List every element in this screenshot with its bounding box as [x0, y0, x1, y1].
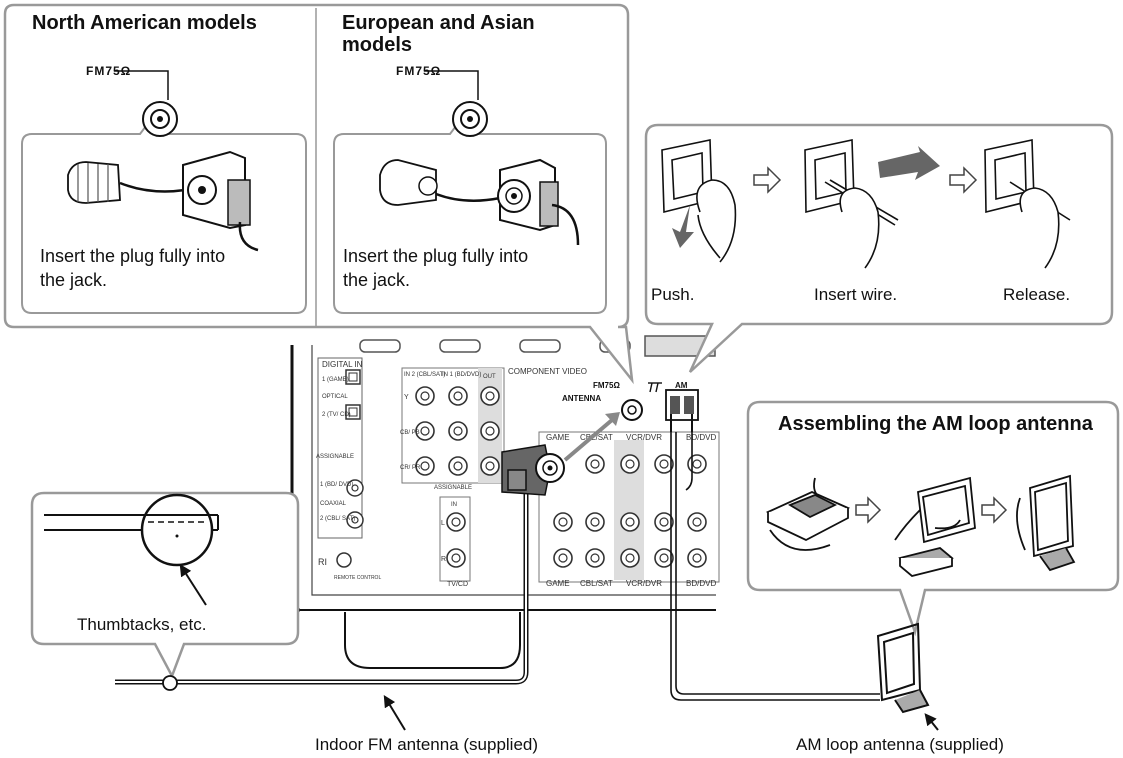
channel-pb-label: CB/ PB — [400, 430, 420, 436]
digital-input-4-label: 2 (CBL/ SAT) — [320, 516, 355, 522]
fm-plug-callout — [3, 3, 634, 385]
component-in2-label: IN 2 (CBL/SAT) — [404, 372, 445, 378]
channel-y-label: Y — [404, 394, 409, 401]
fm-antenna-cable — [115, 490, 529, 691]
am-loop-assembly-callout — [746, 400, 1120, 637]
group-bottom-bd-dvd: BD/DVD — [686, 579, 716, 588]
digital-in-label: DIGITAL IN — [322, 360, 363, 369]
release-step-drawing — [984, 139, 1071, 269]
component-out-label: OUT — [483, 374, 496, 380]
plug-insert-arrow — [563, 418, 614, 462]
fm-antenna-jack — [621, 399, 643, 421]
antenna-label: ANTENNA — [562, 394, 601, 403]
thumbtacks-callout — [30, 491, 300, 680]
plug-insert-arrowhead — [605, 412, 620, 426]
optical-label: OPTICAL — [322, 394, 348, 400]
am-loop-step2-drawing — [894, 476, 976, 577]
eu-jack-label: FM75Ω — [396, 64, 441, 78]
am-antenna-terminals — [665, 389, 699, 432]
european-asian-title: European and Asian models — [342, 12, 535, 56]
fm-plug-on-receiver — [501, 444, 565, 496]
am-loop-step1-drawing — [765, 477, 851, 551]
north-american-instruction: Insert the plug fully into the jack. — [40, 246, 226, 290]
na-jack-label: FM75Ω — [86, 64, 131, 78]
insert-wire-step-drawing — [804, 139, 940, 269]
fm-antenna-pointer — [383, 694, 406, 731]
group-bottom-vcr-dvr: VCR/DVR — [626, 579, 662, 588]
tv-cd-section — [439, 496, 471, 582]
ground-symbol — [648, 382, 662, 393]
digital-input-3-label: 1 (BD/ DVD) — [320, 482, 353, 488]
insert-wire-step-label: Insert wire. — [814, 285, 898, 304]
receiver-rear-panel — [290, 335, 720, 669]
analog-audio-section — [538, 431, 720, 583]
panel-labels: DIGITAL IN 1 (GAME) OPTICAL 2 (TV/ CD) A… — [316, 360, 716, 588]
ri-label: RI — [318, 557, 327, 567]
tv-cd-in-label: IN — [451, 502, 457, 508]
thumbtacks-caption: Thumbtacks, etc. — [77, 615, 207, 634]
am-loop-assembly-title: Assembling the AM loop antenna — [778, 413, 1093, 435]
group-bottom-game: GAME — [546, 579, 570, 588]
digital-input-2-label: 2 (TV/ CD) — [322, 412, 351, 418]
top-connector-tabs — [359, 335, 716, 357]
group-top-game: GAME — [546, 433, 570, 442]
am-loop-antenna-drawing — [876, 622, 930, 714]
group-top-bd-dvd: BD/DVD — [686, 433, 716, 442]
fm-jack-label: FM75Ω — [593, 381, 620, 390]
european-asian-instruction: Insert the plug fully into the jack. — [343, 246, 529, 290]
group-top-vcr-dvr: VCR/DVR — [626, 433, 662, 442]
north-american-plug-drawing — [67, 150, 259, 252]
component-video-label: COMPONENT VIDEO — [508, 367, 587, 376]
tv-cd-label: TV/CD — [447, 581, 468, 588]
component-video-section — [401, 367, 505, 484]
channel-pr-label: CR/ PR — [400, 465, 421, 471]
component-in1-label: IN 1 (BD/DVD) — [442, 372, 481, 378]
left-channel-label: L — [441, 520, 445, 527]
am-antenna-cable — [670, 432, 880, 701]
group-top-cbl-sat: CBL/SAT — [580, 433, 613, 442]
release-step-label: Release. — [1003, 285, 1071, 304]
assignable-label-left: ASSIGNABLE — [316, 454, 354, 460]
fm-antenna-label: Indoor FM antenna (supplied) — [315, 735, 539, 754]
assignable-label-component: ASSIGNABLE — [434, 485, 472, 491]
push-step-label: Push. — [651, 285, 695, 304]
am-antenna-label: AM loop antenna (supplied) — [796, 735, 1004, 754]
european-asian-plug-drawing — [379, 158, 580, 246]
push-step-drawing — [661, 139, 737, 263]
digital-in-section — [317, 357, 364, 568]
digital-input-1-label: 1 (GAME) — [322, 377, 349, 383]
am-terminal-callout — [644, 123, 1114, 373]
am-terminal-label: AM — [675, 381, 688, 390]
group-bottom-cbl-sat: CBL/SAT — [580, 579, 613, 588]
coaxial-label: COAXIAL — [320, 501, 347, 507]
right-channel-label: R — [441, 556, 446, 563]
north-american-title: North American models — [32, 12, 257, 34]
remote-control-label: REMOTE CONTROL — [334, 575, 381, 581]
am-antenna-pointer — [924, 713, 939, 731]
am-loop-step3-drawing — [1016, 474, 1076, 572]
